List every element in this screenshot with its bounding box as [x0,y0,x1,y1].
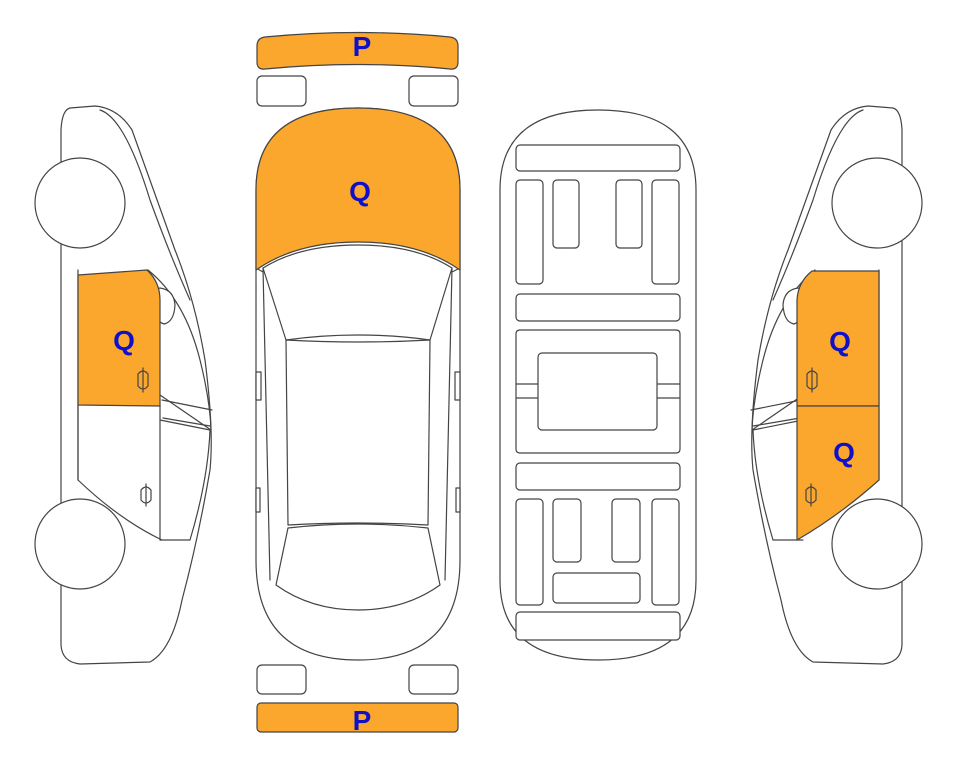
top-left-mirror [255,371,262,401]
underside-frame-notches [515,383,681,399]
underside-rear-left-rail [515,498,544,606]
underside-exhaust-box [552,572,641,604]
underside-rear-right-rail [651,498,680,606]
left-side-rear-wheel [34,498,126,590]
right-side-front-door-handle [806,367,818,393]
underside-center-panel [537,352,658,431]
underside-rear-crossmember [515,462,681,491]
left-side-hood-line [99,109,191,301]
right-side-hood-line [772,109,864,301]
underside-rear-right-inner [611,498,641,563]
damage-code-right-rear-door: Q [833,437,855,468]
underside-front-right-rail [651,179,680,285]
damage-code-left-front-door: Q [113,325,135,356]
right-side-front-wheel [831,157,923,249]
underside-front-crossmember [515,144,681,172]
right-rear-door-damage [796,405,880,541]
rear-bumper-damage [256,702,459,733]
underside-front-right-inner [615,179,643,249]
right-front-door-damage [796,270,880,407]
top-rear-right-light [408,664,459,695]
top-rear-window [275,523,441,611]
left-side-rear-glass [159,419,211,541]
underside-view [499,109,697,661]
left-side-front-door-handle [137,367,149,393]
top-front-left-light [256,75,307,107]
top-roof [285,339,431,526]
top-right-mirror [454,371,461,401]
right-side-rear-wheel [831,498,923,590]
top-left-handle [255,487,261,513]
left-side-rear-door-handle [140,483,152,507]
right-side-rear-glass [752,419,804,541]
left-side-roof-edge [161,399,213,427]
top-rear-left-light [256,664,307,695]
front-bumper-damage [256,31,459,70]
damage-code-rear-bumper: P [353,705,372,736]
top-front-right-light [408,75,459,107]
left-side-door-line [77,404,163,541]
underside-rear-left-inner [552,498,582,563]
underside-front-left-inner [552,179,580,249]
damage-code-hood: Q [349,176,371,207]
hood-damage [255,107,461,271]
underside-front-left-rail [515,179,544,285]
top-right-handle [455,487,461,513]
damage-code-right-front-door: Q [829,326,851,357]
right-side-rear-door-handle [805,483,817,507]
underside-rear-beam [515,611,681,641]
right-side-roof-edge [750,399,802,427]
damage-code-front-bumper: P [353,31,372,62]
underside-mid-crossmember [515,293,681,322]
left-side-front-wheel [34,157,126,249]
